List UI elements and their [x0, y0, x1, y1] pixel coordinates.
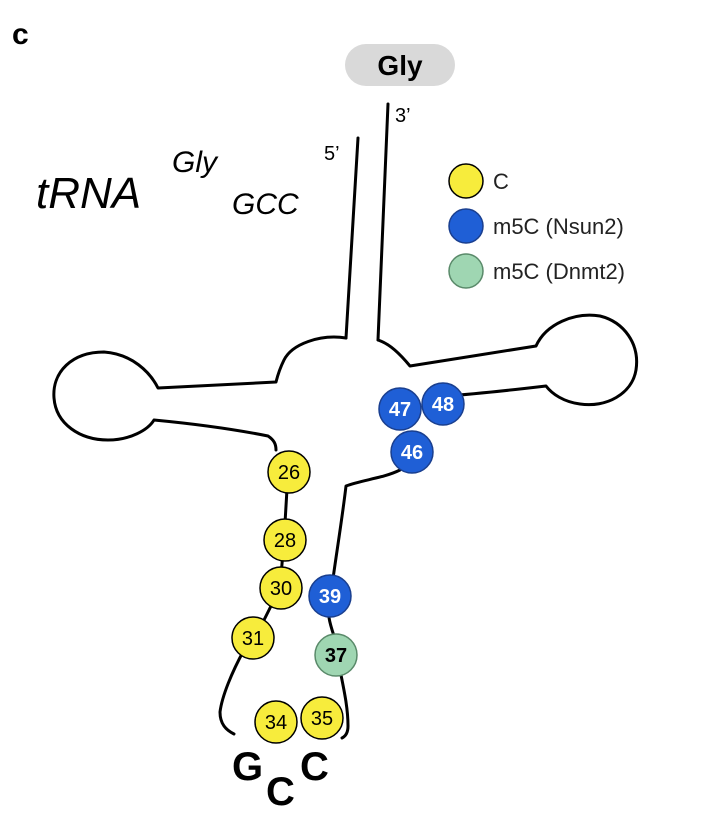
- node-30: 30: [259, 566, 303, 610]
- anticodon-loop-left: [218, 648, 246, 736]
- trna-title-superscript: Gly: [172, 146, 219, 179]
- node-label: 26: [278, 462, 300, 484]
- node-label: 47: [389, 399, 411, 421]
- legend-item-c: C: [448, 163, 509, 199]
- acceptor-stem-5prime: [344, 136, 360, 340]
- node-circle: [259, 566, 303, 610]
- badge-label: Gly: [377, 50, 423, 81]
- node-label: 31: [242, 628, 264, 650]
- trna-title-subscript: GCC: [232, 188, 299, 221]
- node-31: 31: [231, 616, 275, 660]
- legend-swatch: [448, 253, 484, 289]
- t-arm: [376, 313, 639, 407]
- node-circle: [300, 696, 344, 740]
- anticodon-letter-2: C: [266, 770, 295, 814]
- legend-item-m5c-dnmt2: m5C (Dnmt2): [448, 253, 625, 289]
- three-prime-label: 3’: [395, 105, 411, 127]
- node-39: 39: [308, 574, 352, 618]
- legend-swatch: [448, 163, 484, 199]
- node-34: 34: [254, 700, 298, 744]
- node-circle: [254, 700, 298, 744]
- legend-label: C: [493, 169, 509, 194]
- acceptor-stem-3prime: [376, 102, 390, 342]
- node-37: 37: [314, 633, 358, 677]
- node-label: 30: [270, 578, 292, 600]
- node-circle: [267, 450, 311, 494]
- node-circle: [421, 382, 465, 426]
- anticodon-letter-3: C: [300, 745, 329, 789]
- anticodon-stem-5prime: [254, 470, 290, 638]
- legend-label: m5C (Dnmt2): [493, 259, 625, 284]
- trna-title-main: tRNA: [36, 169, 141, 218]
- junction-to-anticodon: [330, 468, 402, 588]
- legend-label: m5C (Nsun2): [493, 214, 624, 239]
- node-48: 48: [421, 382, 465, 426]
- trna-title: tRNA Gly GCC: [36, 146, 299, 221]
- node-label: 39: [319, 586, 341, 608]
- anticodon-letter-1: G: [232, 745, 263, 789]
- legend-item-m5c-nsun2: m5C (Nsun2): [448, 208, 624, 244]
- node-26: 26: [267, 450, 311, 494]
- node-label: 28: [274, 530, 296, 552]
- legend-swatch: [448, 208, 484, 244]
- nucleotide-nodes: 26 28 30 31 34 35 37 39 46 47 48: [231, 382, 465, 744]
- panel-label: c: [12, 18, 29, 51]
- node-circle: [308, 574, 352, 618]
- node-label: 34: [265, 712, 287, 734]
- d-arm: [52, 335, 348, 452]
- node-circle: [231, 616, 275, 660]
- anticodon-loop-right: [338, 668, 350, 740]
- node-circle: [263, 518, 307, 562]
- node-28: 28: [263, 518, 307, 562]
- node-label: 48: [432, 394, 454, 416]
- badge-background: [345, 44, 455, 86]
- node-circle: [378, 387, 422, 431]
- node-46: 46: [390, 430, 434, 474]
- node-label: 37: [325, 645, 347, 667]
- trna-outline: [52, 102, 639, 740]
- node-circle: [314, 633, 358, 677]
- amino-acid-badge: Gly: [345, 44, 455, 86]
- node-label: 35: [311, 708, 333, 730]
- node-circle: [390, 430, 434, 474]
- node-35: 35: [300, 696, 344, 740]
- node-label: 46: [401, 442, 423, 464]
- node-47: 47: [378, 387, 422, 431]
- five-prime-label: 5’: [324, 143, 340, 165]
